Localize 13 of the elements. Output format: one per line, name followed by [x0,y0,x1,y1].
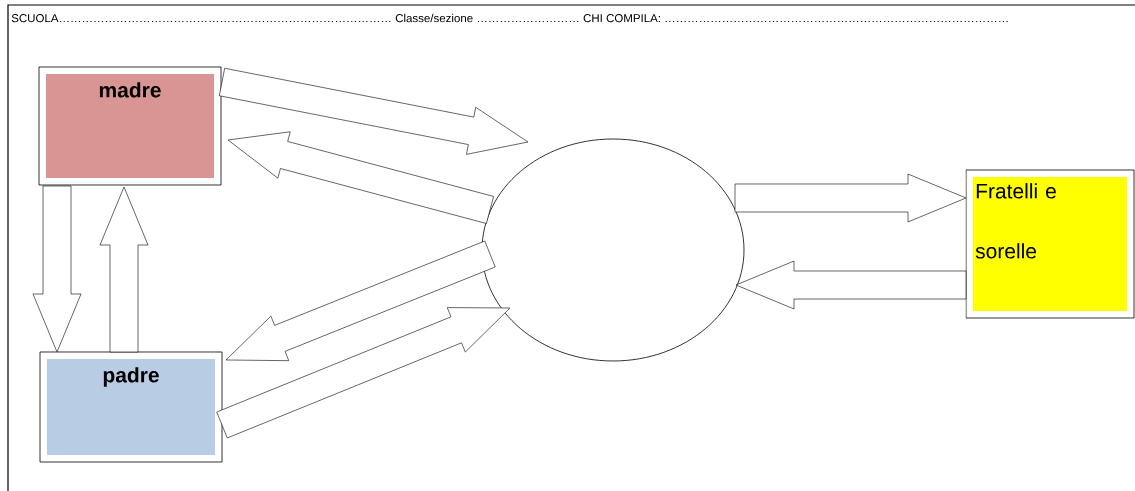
child-ellipse [481,138,745,362]
block-arrow [216,307,511,439]
person-box: padre [39,351,223,463]
block-arrow [227,131,494,224]
block-arrow [225,240,496,361]
block-arrow [219,67,529,155]
block-arrow [99,186,149,353]
block-arrow [734,173,967,223]
form-header: SCUOLA…………………………………………………………………………… Classe/sezione ……………………… CHI COMPILA: ……………………………………………………………………………… [11,13,1008,23]
siblings-box: Fratelli e sorelle [965,169,1135,319]
block-arrow [32,185,82,353]
person-box: madre [38,66,222,186]
block-arrow [735,260,967,310]
